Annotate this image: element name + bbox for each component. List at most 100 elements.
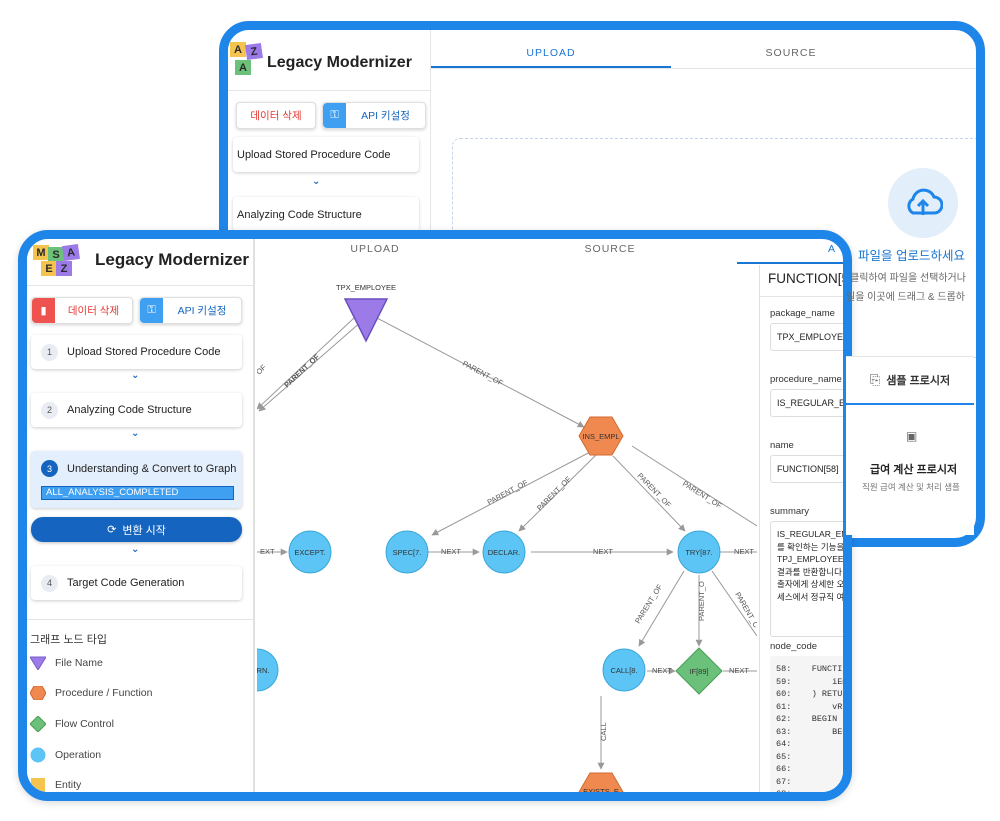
convert-start-button[interactable]: ⟳ 변환 시작 [31,517,242,542]
code-line: 67: [776,776,792,787]
graph-node-operation[interactable] [257,648,279,692]
tab-analysis[interactable]: A [827,243,836,255]
logo-block: M [33,245,49,260]
field-label-node-code: node_code [770,641,818,652]
field-name[interactable]: FUNCTION[58] [770,455,843,483]
graph-node-operation[interactable] [677,530,721,574]
sample-card-1[interactable]: ⎘ 샘플 프로시저 [846,356,974,403]
refresh-icon: ⟳ [107,524,117,536]
field-package-name[interactable]: TPX_EMPLOYEE [770,323,843,351]
field-summary[interactable]: IS_REGULAR_EMP 를 확인하는 기능을 TPJ_EMPLOYEE 테… [770,521,852,637]
edge-label: PARENT_OF [636,471,674,510]
step-label: Analyzing Code Structure [237,208,362,221]
chevron-down-icon: ⌄ [131,544,140,555]
legend-label: Entity [55,779,82,791]
document-icon: ⎘ [869,372,881,387]
graph-node-operation[interactable] [482,530,526,574]
edge-label: PARENT_OF [681,479,724,510]
step-label: Understanding & Convert to Graph [67,462,237,475]
logo-block: S [48,247,64,262]
code-line: 66: [776,764,792,774]
step-upload[interactable]: 1 Upload Stored Procedure Code [31,335,242,369]
graph-node-operation[interactable] [385,530,429,574]
graph-node-flow-control[interactable] [675,647,723,695]
step-label: Analyzing Code Structure [67,404,192,416]
graph-node-operation[interactable] [288,530,332,574]
field-label-package: package_name [770,308,835,319]
graph-edge [258,320,363,412]
sample-2-desc: 직원 급여 계산 및 처리 샘플 [862,482,960,492]
chevron-down-icon: ⌄ [131,370,140,381]
step-number: 4 [41,574,58,592]
graph-node-procedure[interactable] [578,772,624,801]
legend-label: File Name [55,657,103,669]
back-step-analyzing[interactable]: Analyzing Code Structure [233,197,419,232]
node-label: CALL[8. [610,666,637,675]
legend-item-entity: Entity [30,777,82,792]
graph-edge [638,570,685,647]
summary-line: IS_REGULAR_EMP [777,529,852,539]
api-key-label: API 키설정 [361,110,410,122]
api-key-label: API 키설정 [177,305,227,317]
sample-2-title: 급여 계산 프로시저 [870,464,958,476]
status-text: ALL_ANALYSIS_COMPLETED [46,487,179,498]
field-procedure-name[interactable]: IS_REGULAR_EMP [770,389,843,417]
tab-underline [737,262,843,264]
summary-line: 세스에서 정규직 여 [777,591,845,602]
code-line: 64: [776,739,792,749]
back-tab-upload[interactable]: UPLOAD [526,47,576,59]
back-api-key-button[interactable]: ⚿ API 키설정 [322,102,426,129]
node-label: INS_EMPL [582,432,619,441]
delete-label: 데이터 삭제 [67,305,120,317]
edge-label: NEXT [734,547,754,556]
back-tab-source[interactable]: SOURCE [765,47,817,59]
node-detail-panel: FUNCTION[5 package_name TPX_EMPLOYEE pro… [759,265,852,792]
field-label-name: name [770,440,794,451]
graph-canvas[interactable]: OF PARENT_OF PARENT_OF PARENT_OF PARENT_… [257,261,757,801]
tab-upload[interactable]: UPLOAD [350,243,400,255]
legend-title: 그래프 노드 타입 [30,634,107,646]
field-label-summary: summary [770,506,810,517]
edge-label: OF [257,362,268,376]
edge-label: NEXT [729,666,749,675]
logo-block: Z [245,42,263,61]
step-target-code[interactable]: 4 Target Code Generation [31,566,242,600]
tab-source[interactable]: SOURCE [584,243,636,255]
api-key-button[interactable]: ⚿ API 키설정 [139,297,242,324]
field-node-code[interactable]: 58: FUNCTI 59: iEm 60: ) RETUR 61: vRe 6… [770,656,843,792]
summary-line: 결과를 반환합니다 [777,566,842,577]
node-label: SPEC[7. [393,548,422,557]
app-logo: M S A E Z [33,243,93,277]
legend-label: Flow Control [55,718,114,730]
back-delete-button[interactable]: 데이터 삭제 [236,102,316,129]
graph-node-operation[interactable] [602,648,646,692]
delete-data-button[interactable]: ▮ 데이터 삭제 [31,297,133,324]
step-analyzing[interactable]: 2 Analyzing Code Structure [31,393,242,427]
money-icon: ▣ [906,429,918,443]
edge-label: NEXT [441,547,461,556]
sample-card-2[interactable]: ▣ 급여 계산 프로시저 직원 급여 계산 및 처리 샘플 [846,405,974,535]
node-label: TRY[87. [685,548,712,557]
legend-label: Operation [55,749,102,761]
graph-node-file[interactable] [343,298,389,343]
graph-edge [631,445,757,527]
back-step-upload[interactable]: Upload Stored Procedure Code [233,137,419,172]
step-number: 1 [41,343,58,361]
circle-icon [30,747,46,763]
node-label: EXCEPT. [294,548,325,557]
hexagon-icon [30,685,46,701]
legend-item-file: File Name [30,655,103,671]
sample-divider [846,403,974,405]
logo-block: A [230,42,246,57]
step-understanding[interactable]: 3 Understanding & Convert to Graph ALL_A… [31,451,242,508]
logo-block: A [62,243,80,262]
status-badge: ALL_ANALYSIS_COMPLETED [41,486,234,500]
sample-1-label: 샘플 프로시저 [886,375,951,387]
upload-cloud-icon [888,168,958,238]
graph-node-procedure[interactable] [578,416,624,456]
edge-label: CALL [599,722,608,741]
triangle-icon [30,655,46,671]
node-label: RN. [257,666,269,675]
legend-item-flow: Flow Control [30,716,114,732]
back-app-logo: A Z A [230,42,266,78]
